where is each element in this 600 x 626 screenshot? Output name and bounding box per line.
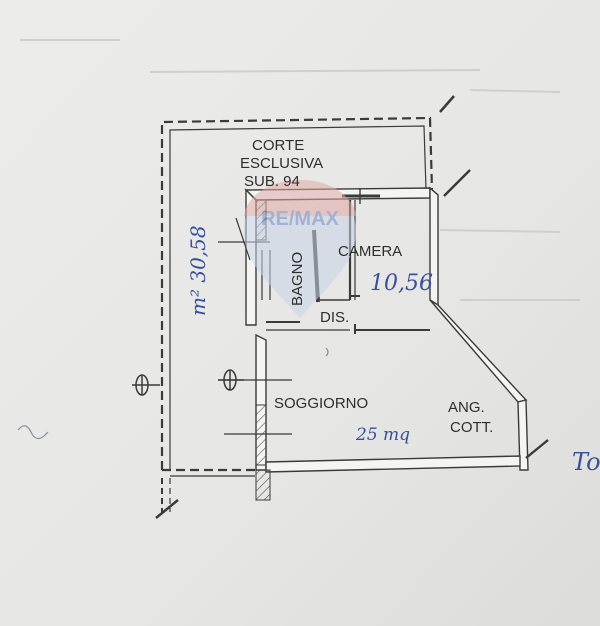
- room-label-soggiorno: SOGGIORNO: [274, 395, 368, 412]
- room-label-dis: DIS.: [320, 309, 349, 326]
- courtyard-label-line2: ESCLUSIVA: [240, 155, 323, 172]
- room-label-camera: CAMERA: [338, 243, 402, 260]
- bleed-through-marks: [20, 39, 580, 301]
- room-label-bagno: BAGNO: [289, 252, 306, 306]
- room-label-kitchen-line2: COTT.: [450, 419, 493, 436]
- handwritten-edge-note: To: [572, 448, 600, 476]
- courtyard-boundary: [155, 95, 455, 519]
- stray-marks: [17, 347, 329, 440]
- courtyard-label-line1: CORTE: [252, 137, 304, 154]
- courtyard-label-line3: SUB. 94: [244, 173, 300, 190]
- watermark-text: RE/MAX: [261, 208, 339, 230]
- remax-watermark: RE/MAX: [244, 180, 356, 318]
- room-label-kitchen-line1: ANG.: [448, 399, 485, 416]
- handwritten-soggiorno-area: 25 mq: [355, 425, 410, 445]
- handwritten-camera-area: 10,56: [370, 271, 433, 296]
- handwritten-courtyard-area: m² 30,58: [186, 225, 210, 316]
- axis-markers: [132, 369, 244, 396]
